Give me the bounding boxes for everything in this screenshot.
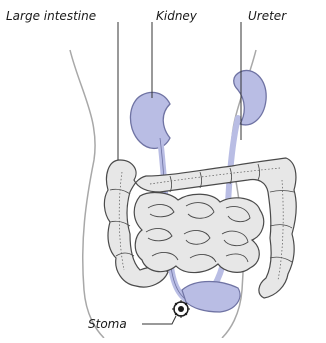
left-kidney xyxy=(130,92,170,148)
torso-outline-left xyxy=(70,50,104,338)
leader-stoma xyxy=(142,316,176,324)
small-intestine xyxy=(134,193,263,273)
label-stoma: Stoma xyxy=(88,317,127,331)
label-ureter: Ureter xyxy=(248,9,286,23)
stoma-center xyxy=(178,306,184,312)
label-kidney: Kidney xyxy=(156,9,197,23)
ileal-conduit xyxy=(182,282,240,313)
label-large-intestine: Large intestine xyxy=(6,9,96,23)
